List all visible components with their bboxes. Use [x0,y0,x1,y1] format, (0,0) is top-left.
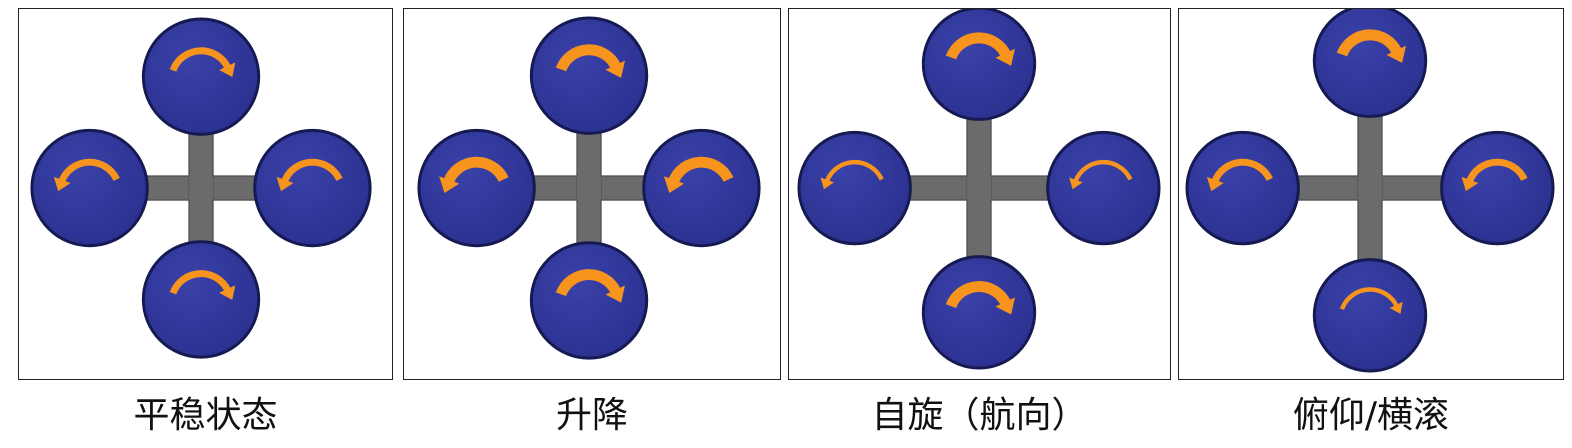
rotor-disc [30,128,149,248]
counterclockwise-arrow-icon [824,159,884,183]
rotor-disc [921,255,1037,370]
rotor-disc [921,9,1037,121]
arm-hub [1358,176,1382,200]
rotor-disc [642,128,761,248]
clockwise-arrow-icon [1339,287,1400,310]
rotor-bottom [529,241,649,360]
counterclockwise-arrow-icon [1466,158,1528,184]
rotor-disc [1312,9,1428,118]
rotor-disc [141,240,261,359]
clockwise-arrow-icon [169,47,232,72]
quadcopter-yaw-diagram [797,9,1161,370]
rotor-right [642,128,761,248]
quadcopter-lift-diagram [417,16,761,360]
arrow-head-icon [219,285,236,300]
clockwise-arrow-icon [555,44,622,72]
arrow-head-icon [439,176,460,194]
counterclockwise-arrow-icon [281,158,343,184]
caption-pitch-roll: 俯仰/横滚 [1292,395,1450,436]
quadcopter-steady-diagram [30,17,372,359]
rotor-right [1440,130,1555,246]
rotor-disc [529,16,649,135]
rotor-bottom [921,255,1037,370]
counterclockwise-arrow-icon [1211,158,1273,184]
rotor-disc [141,17,261,136]
rotor-right [1046,130,1161,246]
arrow-head-icon [53,176,71,192]
rotor-disc [253,128,372,248]
arrow-head-icon [276,176,294,192]
arrow-head-icon [995,48,1015,66]
clockwise-arrow-icon [1336,29,1403,57]
panel-yaw [788,8,1171,380]
rotor-disc [529,241,649,360]
arrow-head-icon [1069,177,1083,190]
arrow-head-icon [605,285,625,303]
rotor-bottom [141,240,261,359]
rotor-left [417,128,536,248]
arrow-head-icon [1389,301,1403,314]
rotor-top [921,9,1037,121]
rotor-right [253,128,372,248]
arrow-head-icon [663,176,685,194]
rotor-bottom [1312,258,1428,373]
rotor-left [30,128,149,248]
panel-lift [403,8,781,380]
rotor-disc [1046,130,1161,246]
panel-steady [18,8,393,380]
arrow-head-icon [820,177,835,190]
rotor-disc [1440,130,1555,246]
caption-lift: 升降 [555,395,628,436]
arrow-head-icon [1386,45,1406,63]
rotor-disc [1185,130,1300,246]
counterclockwise-arrow-icon [668,156,734,184]
rotor-disc [797,130,912,246]
caption-yaw: 自旋（航向） [871,395,1088,436]
arm-hub [967,176,991,200]
rotor-top [141,17,261,136]
arrow-head-icon [605,60,625,78]
counterclockwise-arrow-icon [443,156,509,184]
caption-steady: 平稳状态 [133,395,278,436]
clockwise-arrow-icon [945,281,1012,309]
clockwise-arrow-icon [555,269,622,297]
clockwise-arrow-icon [169,270,232,295]
rotor-disc [1312,258,1428,373]
quadcopter-pitch-roll-diagram [1185,9,1555,373]
rotor-left [797,130,912,246]
rotor-top [529,16,649,135]
arrow-head-icon [1206,176,1224,192]
panel-pitch-roll [1178,8,1564,380]
arrow-head-icon [995,297,1015,315]
counterclockwise-arrow-icon [1073,159,1133,183]
rotor-disc [417,128,536,248]
arm-hub [189,176,213,200]
arrow-head-icon [1461,176,1479,192]
arm-hub [577,176,601,200]
clockwise-arrow-icon [945,32,1012,60]
rotor-top [1312,9,1428,118]
arrow-head-icon [219,62,236,78]
rotor-left [1185,130,1300,246]
counterclockwise-arrow-icon [58,158,120,184]
